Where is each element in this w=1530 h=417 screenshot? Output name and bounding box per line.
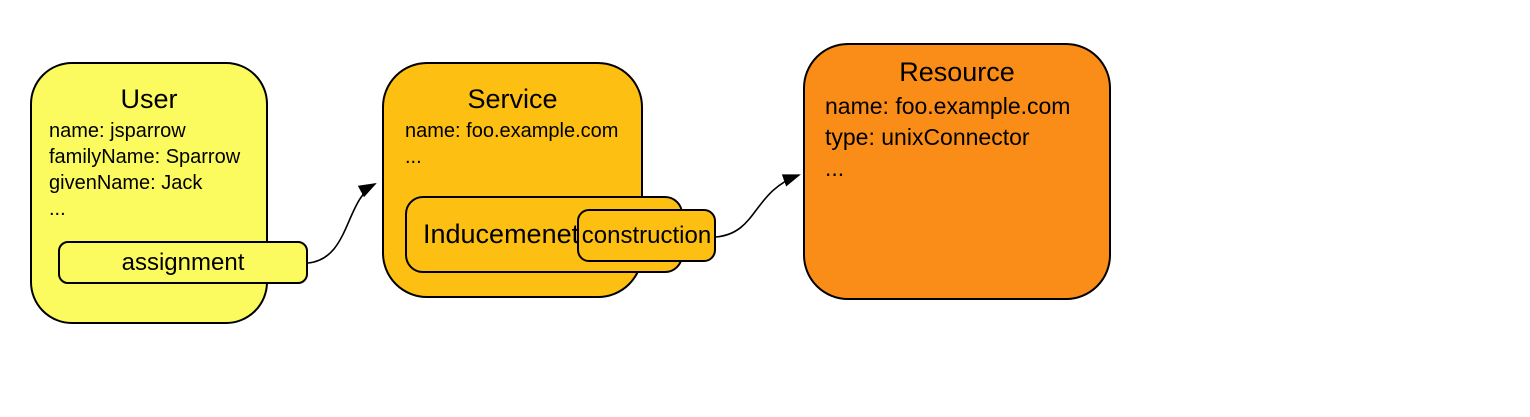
resource-attr-type: type: unixConnector [825,124,1030,150]
construction-node-label: construction [581,221,712,249]
user-attr-name: name: jsparrow [49,120,186,142]
user-attr-ellipsis: ... [49,198,66,220]
user-node-title: User [120,84,178,114]
service-node-title: Service [467,84,558,114]
resource-node-title: Resource [899,57,1015,87]
resource-attr-ellipsis: ... [825,155,845,181]
connector-construction-to-resource-arrow [715,174,801,238]
service-attr-name: name: foo.example.com [405,120,619,142]
service-node-attributes: name: foo.example.com ... [384,115,641,170]
user-attr-givenname: givenName: Jack [49,172,203,194]
service-attr-ellipsis: ... [405,146,422,168]
resource-node-attributes: name: foo.example.com type: unixConnecto… [805,88,1109,184]
assignment-node: assignment [58,241,308,284]
resource-node: Resource name: foo.example.com type: uni… [803,43,1111,300]
user-node: User name: jsparrow familyName: Sparrow … [30,62,268,324]
assignment-node-label: assignment [121,248,245,276]
inducement-node-label: Inducemenet [423,219,580,249]
user-node-attributes: name: jsparrow familyName: Sparrow given… [32,115,266,222]
resource-attr-name: name: foo.example.com [825,93,1071,119]
user-attr-familyname: familyName: Sparrow [49,146,241,168]
construction-node: construction [577,209,716,262]
connector-assignment-to-service-arrow [307,183,377,264]
